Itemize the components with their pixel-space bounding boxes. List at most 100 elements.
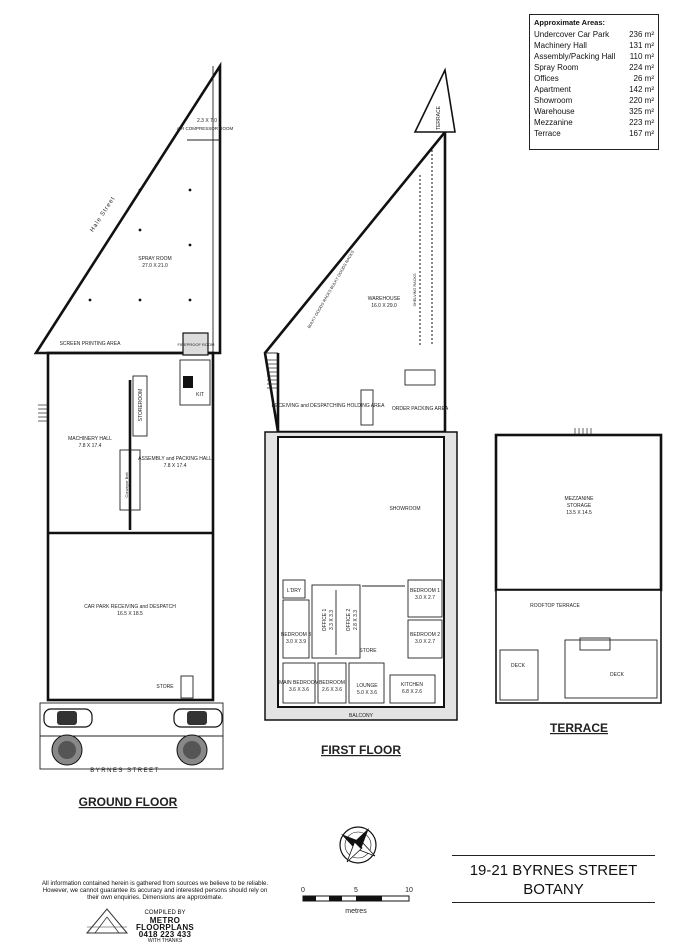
kit-label: KIT [196, 392, 204, 398]
credit-block: COMPILED BY METRO FLOORPLANS 0418 223 43… [120, 910, 210, 945]
conveyor-belt [119, 449, 141, 511]
showroom-label: SHOWROOM [389, 506, 420, 512]
stair-block [183, 376, 193, 388]
conveyor-belt [360, 389, 374, 426]
first-floor-title: FIRST FLOOR [321, 743, 401, 757]
lounge-dim: 5.0 X 3.6 [357, 690, 377, 696]
mezzanine-label: MEZZANINE [565, 496, 595, 502]
credit-thanks: WITH THANKS [147, 938, 183, 944]
mezzanine-dim: 13.5 X 14.5 [566, 510, 592, 516]
office1-label: OFFICE 1 [322, 609, 328, 632]
address-line2: BOTANY [523, 881, 584, 898]
showroom-wall [277, 436, 445, 708]
car-icon [43, 708, 93, 728]
street-front-label: BYRNES STREET [90, 768, 160, 774]
apartment-rooms [282, 579, 443, 704]
car-icon [173, 708, 223, 728]
scale-tick: 5 [354, 887, 358, 894]
carpark-label: CAR PARK RECEIVING and DESPATCH [84, 604, 176, 610]
balcony-label: BALCONY [349, 713, 374, 719]
disclaimer-text: All information contained herein is gath… [41, 880, 269, 901]
bedroom1-dim: 3.0 X 2.7 [415, 595, 435, 601]
terrace-label: TERRACE [436, 105, 442, 130]
logo-icon [85, 908, 129, 934]
mezzanine-stairs [574, 428, 592, 435]
street-side-label: Hale Street [89, 196, 116, 234]
scale-tick: 10 [405, 887, 413, 894]
main-bedroom-dim: 3.6 X 3.6 [289, 687, 309, 693]
rooftop-wall [495, 589, 662, 704]
office2-dim: 2.8 X 3.3 [353, 610, 359, 630]
bedroom-dim: 2.6 X 3.6 [322, 687, 342, 693]
warehouse-label: WAREHOUSE [368, 296, 401, 302]
main-bedroom-label: MAIN BEDROOM [279, 680, 319, 686]
terrace-triangle [413, 67, 456, 133]
screen-printing-label: SCREEN PRINTING AREA [60, 341, 122, 347]
assembly-label: ASSEMBLY and PACKING HALL [138, 456, 212, 462]
office1-dim: 3.3 X 3.3 [329, 610, 335, 630]
first-floor-stairs [267, 359, 278, 389]
conveyor-label: Conveyor Belt [124, 472, 129, 498]
kitchen-dim: 6.8 X 2.6 [402, 689, 422, 695]
bedroom3-label: BEDROOM 3 [281, 632, 311, 638]
lounge-label: LOUNGE [356, 683, 378, 689]
stair-landing [404, 369, 436, 386]
air-compressor-dim: 2.3 X 7.0 [197, 118, 217, 124]
deck-label: DECK [511, 663, 526, 669]
laundry-label: L'DRY [287, 588, 302, 594]
machinery-hall-label: MACHINERY HALL [68, 436, 112, 442]
machinery-hall-dim: 7.8 X 17.4 [79, 443, 102, 449]
address-line1: 19-21 BYRNES STREET [469, 862, 638, 879]
ground-stairs [38, 404, 48, 422]
storeroom-label: STOREROOM [138, 389, 144, 422]
ground-floor-plan: Hale Street 2.3 X 7.0 AIR COMPRESSOR ROO… [33, 61, 234, 809]
spray-room-wall [33, 61, 222, 355]
stair-landing [579, 637, 611, 651]
store-room [180, 675, 194, 699]
receiving-label: RECEIVING and DESPATCHING HOLDING AREA [272, 403, 386, 409]
terrace-title: TERRACE [550, 721, 608, 735]
warehouse-wall [263, 128, 447, 434]
carpark-dim: 16.5 X 18.5 [117, 611, 143, 617]
store-label: STORE [359, 648, 377, 654]
rooftop-label: ROOFTOP TERRACE [530, 603, 580, 609]
areas-title: Approximate Areas: [534, 18, 605, 27]
terrace-plan: MEZZANINE STORAGE 13.5 X 14.5 ROOFTOP TE… [494, 428, 663, 735]
order-packing-label: ORDER PACKING AREA [392, 406, 449, 412]
bedroom2-dim: 3.0 X 2.7 [415, 639, 435, 645]
ground-main-wall [46, 351, 215, 702]
store-label: STORE [156, 684, 174, 690]
office2-label: OFFICE 2 [346, 609, 352, 632]
assembly-dim: 7.8 X 17.4 [164, 463, 187, 469]
kit-room [179, 359, 211, 406]
tree-icon [176, 734, 208, 766]
fireproof-label: FIREPROOF ROOM [178, 342, 215, 347]
spray-room-label: SPRAY ROOM [138, 256, 171, 262]
column-dots [88, 188, 192, 302]
first-floor-plan: TERRACE WAREHOUSE 16.0 X 29.0 BULKY GOOD… [263, 67, 458, 757]
shelving-label: SHELVING RACKS [413, 273, 417, 307]
fireproof-room [182, 332, 209, 356]
bulky-storage-label: BULKY GOODS RACKS BULKY GOODS RACKS [306, 249, 355, 329]
credit-compiled: COMPILED BY [144, 910, 186, 916]
mezzanine-sub: STORAGE [567, 503, 592, 509]
ground-floor-title: GROUND FLOOR [79, 795, 178, 809]
warehouse-dim: 16.0 X 29.0 [371, 303, 397, 309]
address-block: 19-21 BYRNES STREET BOTANY [452, 855, 655, 903]
footpath [39, 735, 224, 770]
bedroom1-label: BEDROOM 1 [410, 588, 440, 594]
credit-phone: 0418 223 433 [138, 930, 192, 939]
bedroom2-label: BEDROOM 2 [410, 632, 440, 638]
deck-label: DECK [610, 672, 625, 678]
storeroom [132, 375, 148, 437]
air-compressor-label: AIR COMPRESSOR ROOM [177, 126, 234, 131]
